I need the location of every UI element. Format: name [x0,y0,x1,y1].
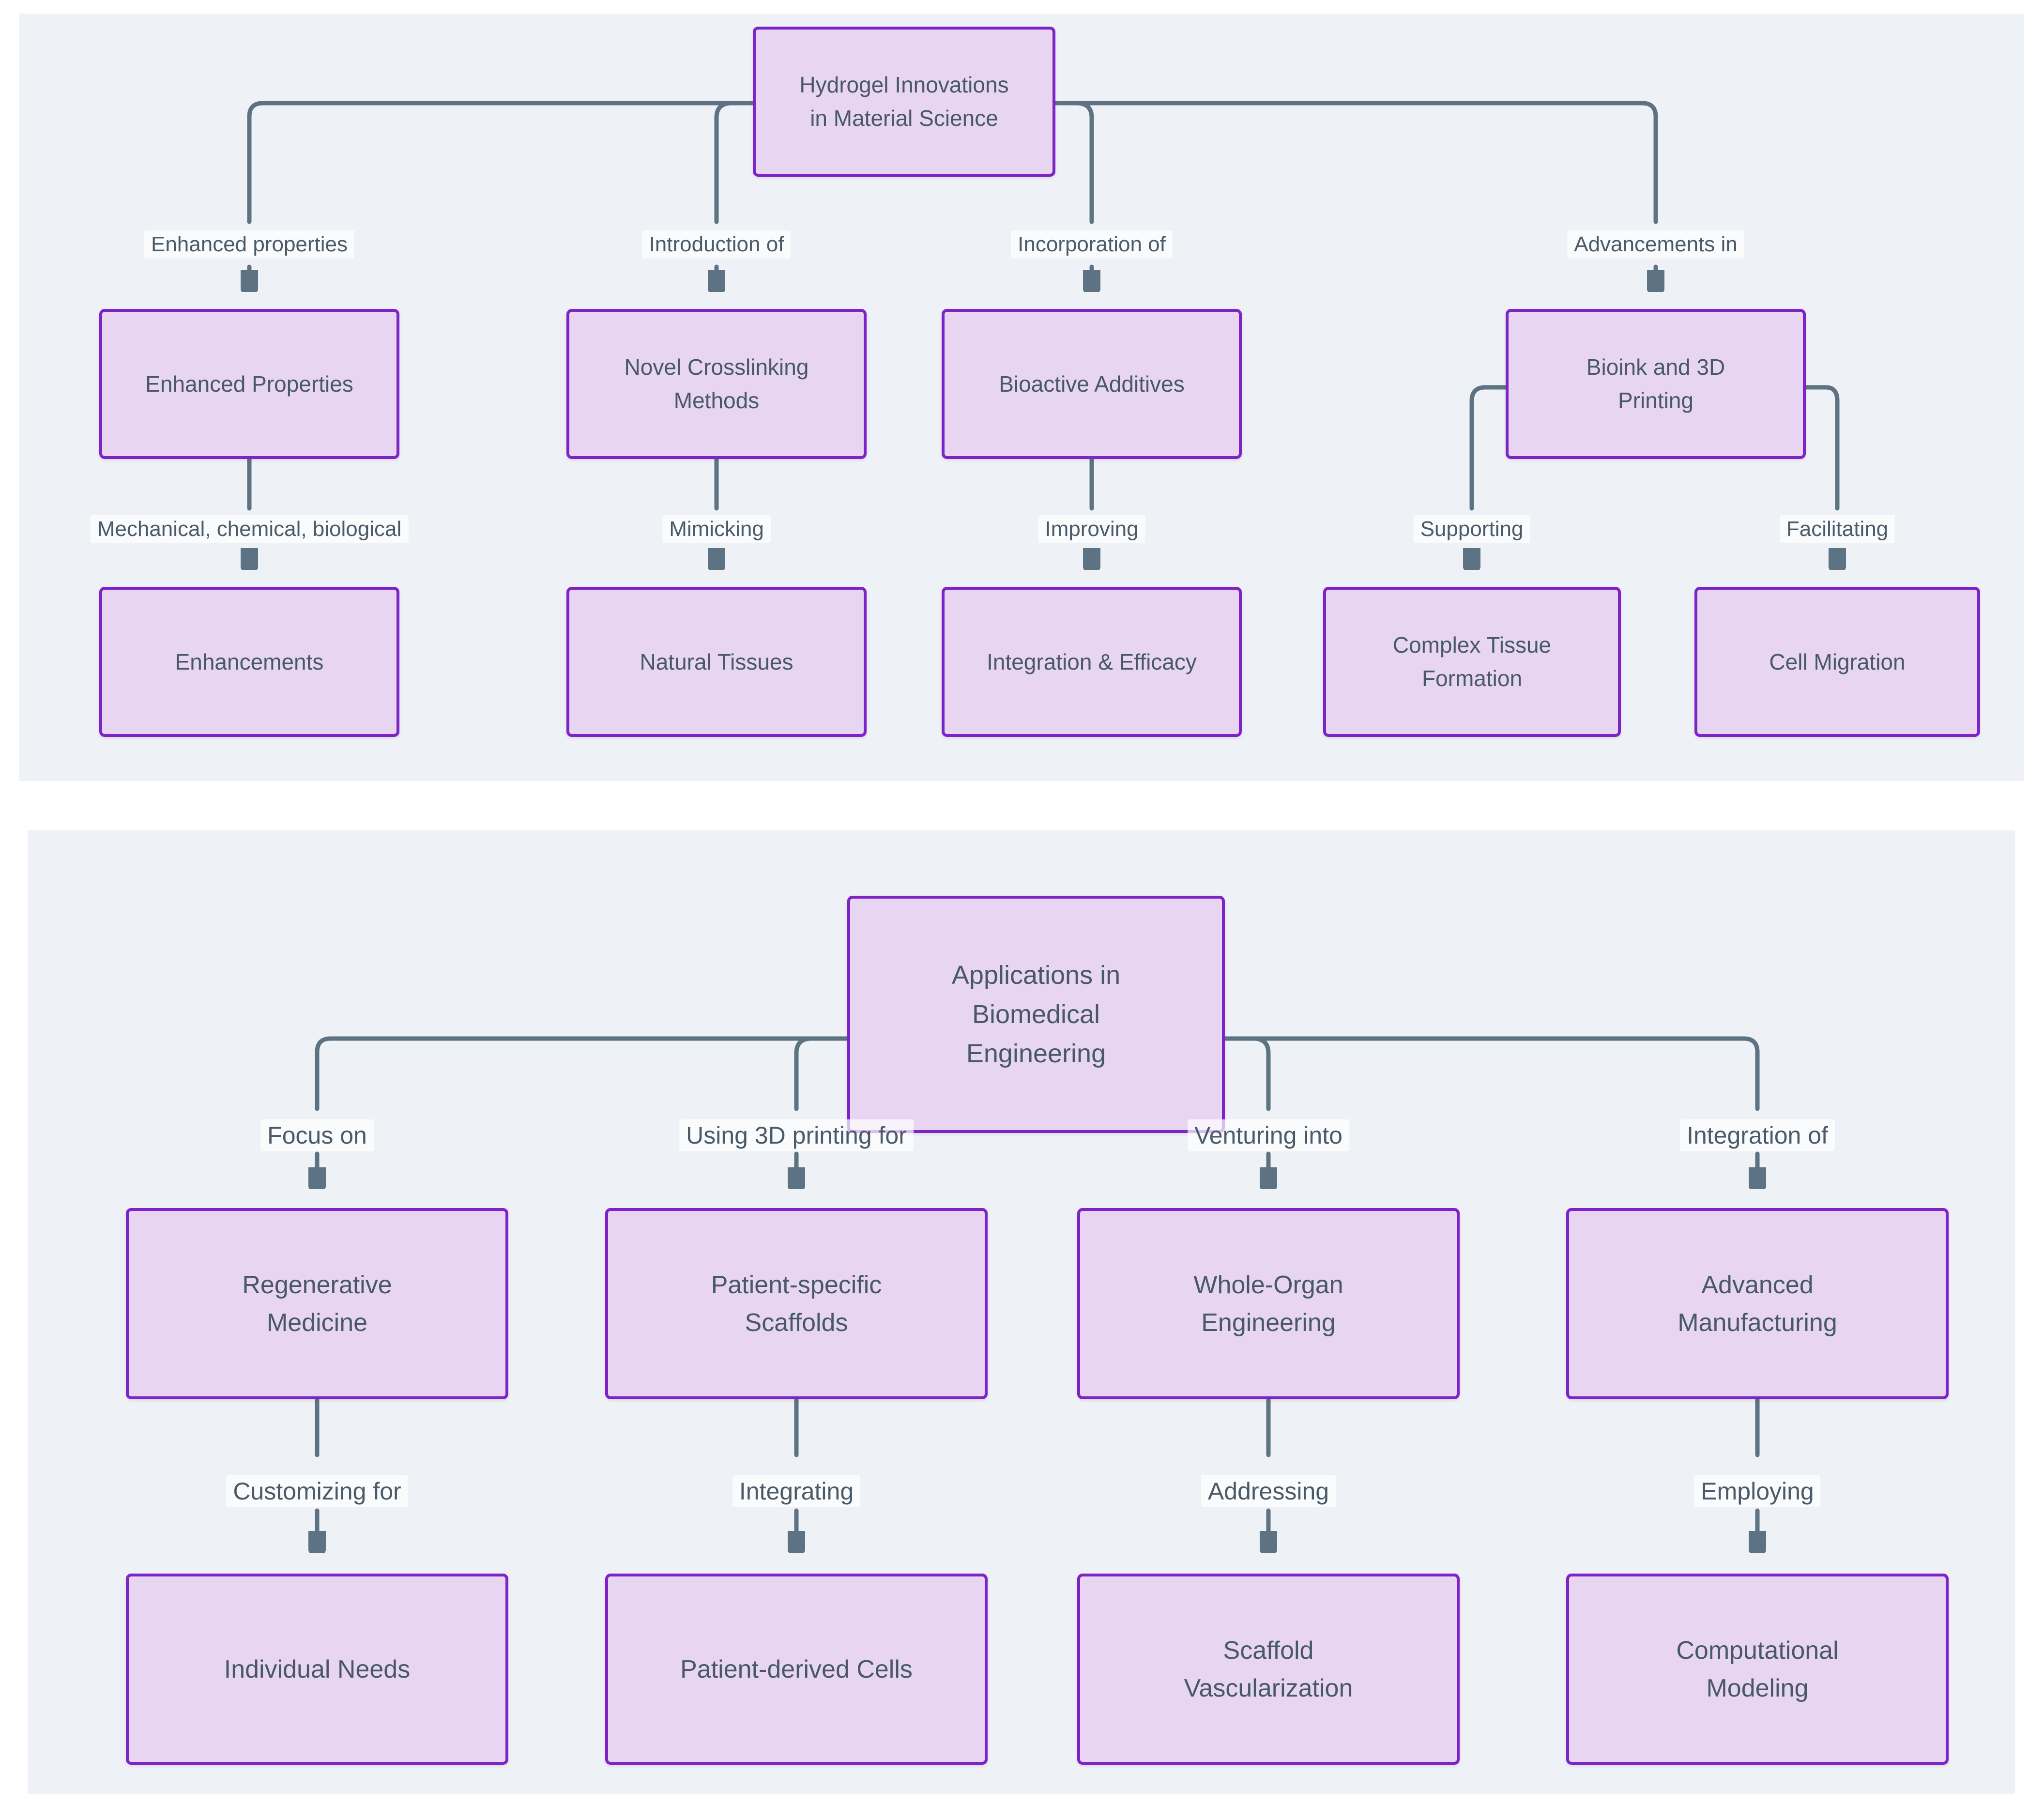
edge-root-to-advancements [1053,101,1658,224]
edge-root-to-scaffolds [794,1036,850,1111]
node-enhanced-properties: Enhanced Properties [99,309,399,459]
edge-label-integrating: Integrating [732,1475,861,1507]
edge-label-facilitating: Facilitating [1779,515,1895,543]
edge-label-venturing-into: Venturing into [1188,1119,1349,1151]
edge-label-integration-of: Integration of [1680,1119,1835,1151]
node-natural-tissues: Natural Tissues [566,587,867,737]
edge-layer-top [19,101,2024,781]
edge-label-addressing: Addressing [1201,1475,1336,1507]
node-patient-derived-cells: Patient-derived Cells [605,1574,988,1765]
edge-label-mimicking: Mimicking [662,515,771,543]
node-advanced-manufacturing: Advanced Manufacturing [1566,1208,1949,1399]
panel-hydrogel-diagram: Hydrogel Innovations in Material Science… [19,14,2024,781]
edge-root-to-enhanced [247,101,755,224]
node-regenerative-medicine: Regenerative Medicine [126,1208,508,1399]
edge-bioink-right-stub [1803,385,1840,511]
node-cell-migration: Cell Migration [1694,587,1980,737]
edge-label-focus-on: Focus on [260,1119,374,1151]
edge-label-advancements-in: Advancements in [1567,230,1744,259]
node-individual-needs: Individual Needs [126,1574,508,1765]
edge-root-to-bioactive [1053,101,1094,224]
node-scaffold-vascularization: Scaffold Vascularization [1077,1574,1460,1765]
node-hydrogel-root: Hydrogel Innovations in Material Science [753,27,1055,177]
node-bioink-3d-printing: Bioink and 3D Printing [1506,309,1806,459]
edge-label-enhanced-properties: Enhanced properties [144,230,355,259]
edge-label-customizing-for: Customizing for [226,1475,408,1507]
edge-label-employing: Employing [1694,1475,1821,1507]
node-enhancements: Enhancements [99,587,399,737]
panel-applications-diagram: Applications in Biomedical Engineering F… [28,830,2015,1794]
node-complex-tissue-formation: Complex Tissue Formation [1323,587,1621,737]
edge-root-to-wholeorgan [1222,1036,1271,1111]
edge-label-incorporation-of: Incorporation of [1011,230,1173,259]
edge-layer-bottom [28,1036,2015,1794]
edge-root-to-regenerative [315,1036,850,1111]
edge-bioink-left-stub [1469,385,1508,511]
node-whole-organ-engineering: Whole-Organ Engineering [1077,1208,1460,1399]
edge-label-using-3d-printing: Using 3D printing for [679,1119,914,1151]
node-patient-specific-scaffolds: Patient-specific Scaffolds [605,1208,988,1399]
edge-root-to-manufacturing [1222,1036,1760,1111]
node-applications-root: Applications in Biomedical Engineering [847,896,1225,1133]
edge-label-supporting: Supporting [1413,515,1530,543]
edge-label-improving: Improving [1038,515,1145,543]
edge-root-to-crosslinking [714,101,755,224]
edge-label-mechanical-chemical-biological: Mechanical, chemical, biological [90,515,409,543]
node-computational-modeling: Computational Modeling [1566,1574,1949,1765]
node-novel-crosslinking: Novel Crosslinking Methods [566,309,867,459]
node-bioactive-additives: Bioactive Additives [942,309,1242,459]
node-integration-efficacy: Integration & Efficacy [942,587,1242,737]
edge-label-introduction-of: Introduction of [642,230,791,259]
